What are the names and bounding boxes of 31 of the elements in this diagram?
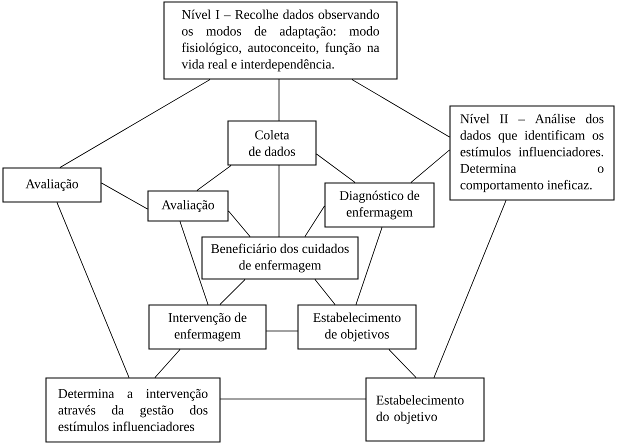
connector-line [60, 79, 210, 168]
connector-line [356, 227, 382, 305]
text-box: Determina a intervenção através da gestão dos estímulos influenciadores [45, 377, 221, 443]
text-box: Nível I – Recolhe dados observando os modos de adaptação: modo fisiológico, autoconceito, função na vida real e interdependência. [163, 1, 398, 80]
connector-line [154, 349, 180, 378]
connector-line [220, 279, 246, 305]
connector-line [316, 154, 356, 183]
connector-line [352, 79, 450, 138]
text-box: Diagnóstico de enfermagem [324, 182, 435, 228]
text-box: Nível II – Análise dos dados que identificam os estímulos influenciadores. Determina o comportamento ineficaz. [449, 105, 615, 201]
connector-line [220, 398, 366, 400]
connector-line [278, 79, 280, 121]
text-box: Avaliação [147, 190, 229, 222]
connector-line [388, 349, 416, 378]
connector-line [56, 202, 130, 378]
connector-line [196, 165, 232, 191]
connector-line [410, 150, 450, 183]
connector-line [266, 330, 298, 332]
connector-line [304, 206, 325, 237]
connector-line [278, 165, 280, 237]
text-box: Estabelecimento do objetivo [365, 377, 485, 442]
text-box: Avaliação [2, 167, 102, 203]
connector-line [101, 182, 148, 210]
text-box: Coleta de dados [227, 120, 317, 166]
connector-line [228, 210, 250, 237]
connector-line [314, 279, 336, 305]
text-box: Beneficiário dos cuidados de enfermagem [201, 236, 359, 280]
text-box: Intervenção de enfermagem [148, 304, 267, 350]
text-box: Estabelecimento de objetivos [297, 304, 417, 350]
connector-line [180, 221, 208, 305]
connector-line [434, 200, 506, 378]
